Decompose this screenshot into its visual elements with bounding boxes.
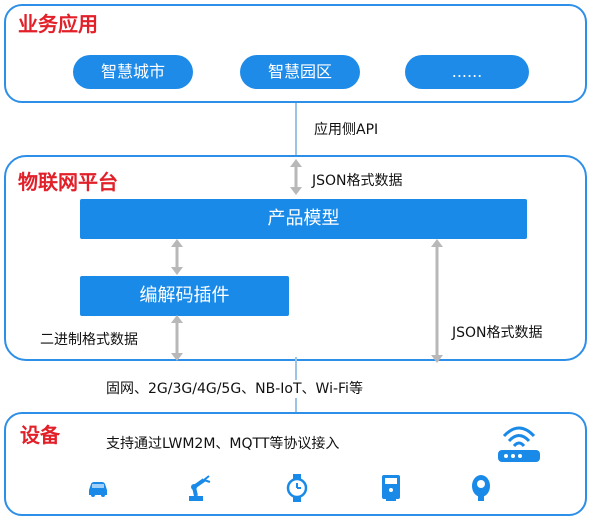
json-top-label: JSON格式数据 xyxy=(312,173,403,189)
sensor-icon xyxy=(472,475,490,501)
business-layer-title: 业务应用 xyxy=(18,12,98,36)
watch-icon xyxy=(286,474,308,502)
app-smart-park[interactable]: 智慧园区 xyxy=(240,55,360,89)
device-layer-title: 设备 xyxy=(20,423,60,447)
app-api-label: 应用侧API xyxy=(314,122,379,138)
car-icon xyxy=(89,482,107,497)
app-smart-city[interactable]: 智慧城市 xyxy=(73,55,193,89)
json-top-arrow xyxy=(290,159,302,195)
product-model-bar[interactable]: 产品模型 xyxy=(80,199,527,239)
robot-arm-icon xyxy=(189,475,211,501)
codec-plugin-bar[interactable]: 编解码插件 xyxy=(80,276,289,316)
device-protocol-label: 支持通过LWM2M、MQTT等协议接入 xyxy=(106,436,340,452)
json-right-label: JSON格式数据 xyxy=(452,325,543,341)
router-icon xyxy=(498,426,540,462)
meter-icon xyxy=(382,475,400,501)
json-right-arrow xyxy=(431,239,443,363)
binary-label: 二进制格式数据 xyxy=(40,332,138,348)
model-codec-arrow xyxy=(171,239,183,275)
app-more[interactable]: ...... xyxy=(405,55,529,89)
network-label: 固网、2G/3G/4G/5G、NB-IoT、Wi-Fi等 xyxy=(104,380,365,398)
binary-arrow xyxy=(171,315,183,361)
iot-platform-title: 物联网平台 xyxy=(18,170,118,194)
app-api-connector xyxy=(295,103,297,155)
